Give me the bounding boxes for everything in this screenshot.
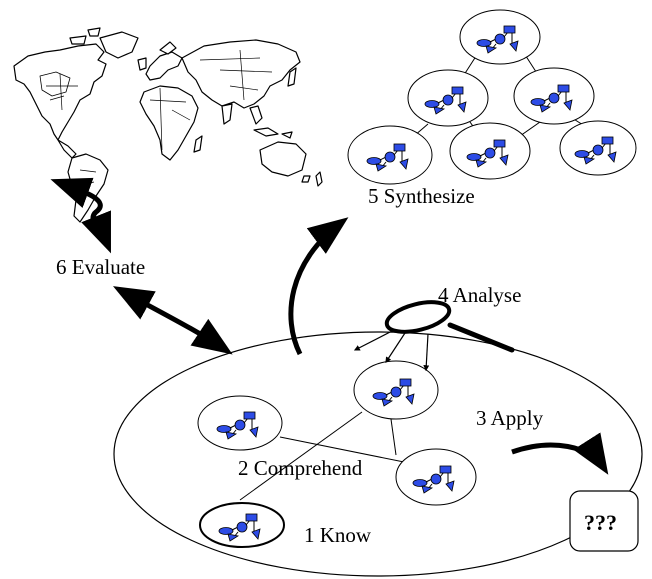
knowledge-ellipse bbox=[113, 331, 643, 577]
synthesize-tree bbox=[347, 9, 637, 185]
label-comprehend: 2 Comprehend bbox=[238, 456, 363, 480]
label-analyse: 4 Analyse bbox=[438, 283, 521, 307]
concept-node bbox=[449, 122, 531, 180]
unknown-outcome-box bbox=[569, 490, 639, 552]
concept-node bbox=[395, 448, 477, 506]
map-evaluate-arrow bbox=[50, 177, 111, 254]
concept-node bbox=[197, 395, 283, 451]
concept-node bbox=[559, 120, 637, 176]
label-evaluate: 6 Evaluate bbox=[56, 255, 145, 279]
unknown-box-label: ??? bbox=[584, 510, 617, 535]
concept-node bbox=[353, 360, 439, 420]
concept-node bbox=[407, 69, 489, 127]
concept-node bbox=[347, 125, 433, 185]
evaluate-comprehend-arrow bbox=[112, 286, 233, 355]
label-synthesize: 5 Synthesize bbox=[368, 184, 475, 208]
label-apply: 3 Apply bbox=[476, 406, 544, 430]
magnifying-glass-icon bbox=[384, 300, 515, 353]
apply-arrow bbox=[511, 432, 609, 475]
world-map-icon bbox=[13, 27, 323, 223]
label-know: 1 Know bbox=[304, 523, 372, 547]
analyse-arrows bbox=[353, 329, 430, 372]
concept-node-know bbox=[199, 502, 285, 548]
concept-node bbox=[459, 9, 541, 65]
concept-node bbox=[513, 67, 595, 125]
synthesize-arrow bbox=[288, 217, 349, 356]
